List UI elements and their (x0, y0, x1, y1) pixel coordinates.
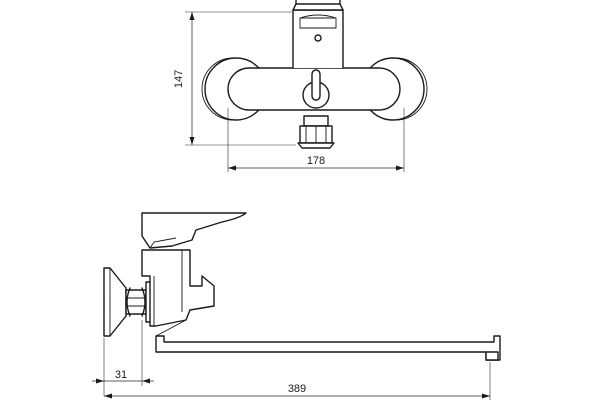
dimension-wall-offset-label: 31 (115, 369, 127, 381)
side-lever-handle (141, 212, 247, 249)
dimension-reach: 389 (104, 362, 491, 400)
dimension-width: 178 (227, 108, 405, 172)
lever-housing (292, 0, 344, 69)
dimension-reach-label: 389 (288, 383, 306, 395)
dimension-height: 147 (173, 11, 296, 146)
front-view: 147 178 (173, 0, 428, 172)
dimension-width-label: 178 (307, 155, 325, 167)
diverter-knob (302, 69, 330, 109)
dimension-height-label: 147 (173, 70, 185, 88)
side-view: 31 389 (92, 212, 501, 400)
side-wall-flange (103, 267, 127, 337)
dimension-wall-offset: 31 (92, 320, 154, 396)
side-spout (155, 319, 501, 361)
front-spout-outlet (297, 115, 335, 149)
side-mixer-body (141, 249, 215, 327)
